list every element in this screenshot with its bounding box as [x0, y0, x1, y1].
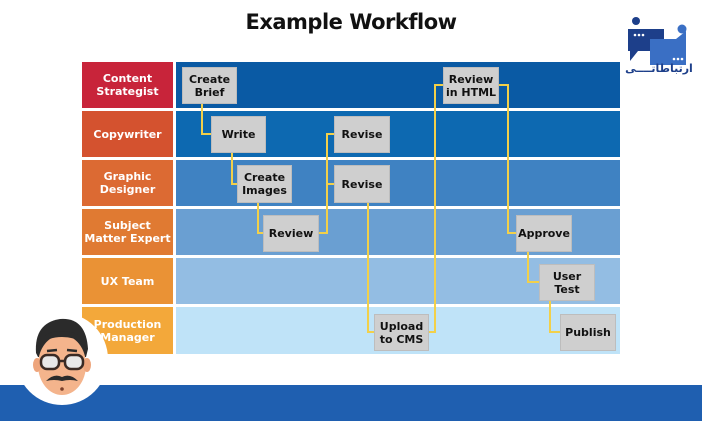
lane-label-content-strategist: Content Strategist — [82, 62, 173, 108]
step-create-brief: Create Brief — [182, 67, 237, 104]
logo-text: ارتباطاتــــی — [625, 62, 693, 75]
lane-label-ux-team: UX Team — [82, 258, 173, 304]
step-create-images: Create Images — [237, 165, 292, 203]
step-approve: Approve — [516, 215, 572, 252]
step-revise-design: Revise — [334, 165, 390, 203]
conn-brief-write — [201, 104, 211, 135]
step-upload-to-cms: Upload to CMS — [374, 314, 429, 351]
lane-content-strategist — [176, 62, 620, 108]
cartoon-man-with-glasses-avatar — [16, 313, 108, 405]
conn-usertest-publish — [549, 301, 560, 333]
conn-revise-upload — [367, 203, 374, 333]
conn-write-images — [231, 153, 237, 185]
conn-upload-html — [429, 84, 443, 333]
conn-approve-usertest — [527, 252, 539, 283]
diagram-title: Example Workflow — [245, 10, 457, 34]
step-user-test: User Test — [539, 264, 595, 301]
conn-images-review — [257, 203, 263, 234]
step-publish: Publish — [560, 314, 616, 351]
footer-bar — [0, 385, 702, 421]
conn-html-approve — [499, 84, 516, 234]
step-review-in-html: Review in HTML — [443, 67, 499, 104]
lane-label-graphic-designer: Graphic Designer — [82, 160, 173, 206]
step-revise-copy: Revise — [334, 116, 390, 153]
lane-label-subject-matter-expert: Subject Matter Expert — [82, 209, 173, 255]
step-review: Review — [263, 215, 319, 252]
step-write: Write — [211, 116, 266, 153]
chat-bubbles-logo-icon — [628, 17, 687, 65]
lane-label-copywriter: Copywriter — [82, 111, 173, 157]
